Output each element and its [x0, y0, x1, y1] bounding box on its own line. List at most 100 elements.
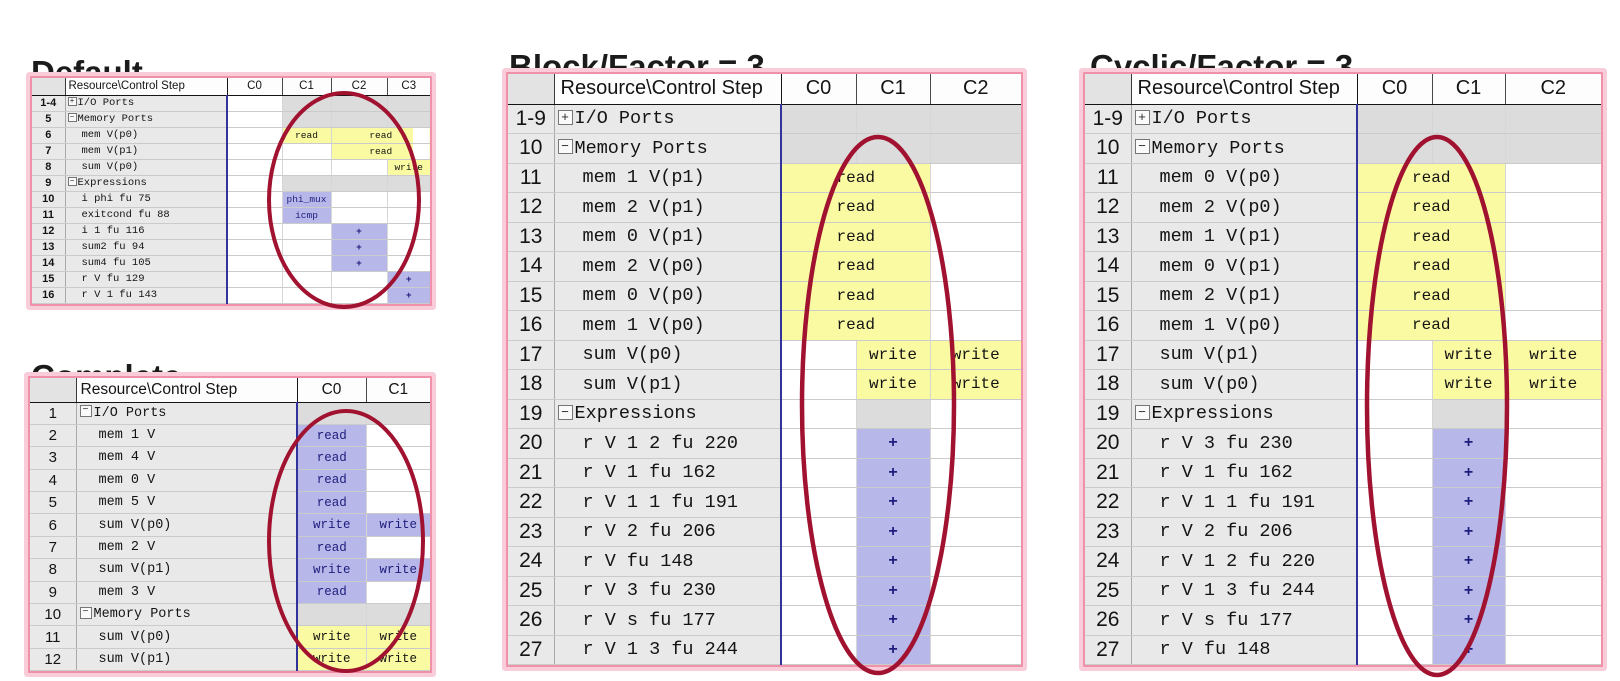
collapse-icon[interactable]: −: [557, 404, 573, 420]
resource-label: mem V(p0): [81, 129, 139, 141]
row-number: 5: [32, 111, 66, 128]
resource-label: r V fu 148: [1159, 639, 1271, 661]
cell-write: write: [297, 648, 367, 672]
row-number: 8: [32, 159, 66, 176]
row-label: r V 1 fu 162: [1131, 458, 1358, 488]
cell-empty: [1505, 605, 1601, 636]
cell-empty: [366, 603, 430, 627]
cell-empty: [282, 111, 332, 128]
row-number: 5: [30, 491, 77, 515]
row-number: 27: [1085, 635, 1132, 665]
row-number: 25: [508, 576, 555, 606]
row-label: sum V(p1): [1131, 340, 1358, 370]
row-number: 15: [32, 271, 66, 288]
cell-empty: [366, 469, 430, 493]
cell-empty: [387, 255, 430, 272]
cell-empty: [1505, 310, 1601, 341]
row-number: 20: [508, 428, 555, 459]
row-number: 19: [1085, 399, 1132, 429]
cell-empty: [227, 207, 283, 224]
cell-empty: [331, 159, 388, 176]
row-number: 11: [32, 207, 66, 224]
cell-read: read: [1357, 163, 1506, 193]
collapse-icon[interactable]: −: [1134, 139, 1150, 155]
cell-empty: [387, 175, 430, 192]
resource-label: r V 1 fu 143: [81, 289, 158, 301]
collapse-icon[interactable]: −: [67, 112, 77, 122]
cell-write: write: [1505, 369, 1601, 400]
expand-icon[interactable]: +: [67, 96, 77, 106]
cell-read: read: [1357, 192, 1506, 223]
cell-empty: [930, 576, 1021, 606]
cell-write: write: [366, 625, 430, 649]
cell-empty: [1357, 340, 1433, 370]
resource-label: i phi fu 75: [81, 193, 151, 205]
expand-icon[interactable]: +: [1134, 109, 1150, 125]
cell-empty: [930, 546, 1021, 577]
group-row: 1-9+I/O Ports: [508, 104, 1021, 134]
collapse-icon[interactable]: −: [67, 176, 77, 186]
cell-empty: [282, 239, 332, 256]
cell-write: write: [930, 340, 1021, 370]
row-label: r V 1 1 fu 191: [1131, 487, 1358, 518]
step-column-header: C0: [780, 74, 856, 105]
resource-label: I/O Ports: [1151, 108, 1252, 130]
row-label: r V 1 2 fu 220: [554, 428, 782, 459]
row-label: sum V(p0): [554, 340, 782, 370]
row-label: mem 2 V(p1): [1131, 281, 1358, 311]
row-label: r V fu 129: [65, 271, 228, 288]
cell-write: write: [297, 558, 367, 582]
resource-label: Memory Ports: [1151, 137, 1285, 159]
cell-write: write: [1432, 369, 1506, 400]
row-label: r V 1 fu 162: [554, 458, 782, 488]
row-number: 16: [1085, 310, 1132, 341]
expand-icon[interactable]: +: [557, 109, 573, 125]
row-number: 10: [32, 191, 66, 208]
row-label: r V 1 fu 143: [65, 287, 228, 304]
resource-label: Expressions: [1151, 403, 1274, 425]
cell-op: +: [331, 223, 388, 240]
row-number: 26: [1085, 605, 1132, 636]
row-label: +I/O Ports: [554, 104, 782, 134]
row-label: −Memory Ports: [1131, 133, 1358, 164]
cell-empty: [297, 603, 367, 627]
row-number: 16: [32, 287, 66, 304]
resource-label: r V 3 fu 230: [1159, 432, 1293, 454]
collapse-icon[interactable]: −: [79, 606, 92, 619]
row-number: 9: [32, 175, 66, 192]
cell-write: write: [930, 369, 1021, 400]
resource-label: Memory Ports: [574, 137, 708, 159]
row-number: 23: [508, 517, 555, 547]
cell-empty: [1505, 458, 1601, 488]
resource-label: mem 0 V(p1): [582, 226, 705, 248]
collapse-icon[interactable]: −: [1134, 404, 1150, 420]
cell-read: read: [297, 446, 367, 470]
cell-empty: [282, 175, 332, 192]
step-column-header: C2: [1504, 74, 1601, 105]
cell-empty: [1505, 104, 1601, 134]
row-number: 12: [30, 648, 77, 672]
group-row: 5−Memory Ports: [32, 111, 430, 128]
cell-empty: [781, 576, 857, 606]
group-row: 10−Memory Ports: [1085, 133, 1601, 164]
collapse-icon[interactable]: −: [79, 405, 92, 418]
resource-label: r V 1 fu 162: [582, 462, 716, 484]
cell-empty: [366, 491, 430, 515]
collapse-icon[interactable]: −: [557, 139, 573, 155]
cell-op: +: [387, 271, 430, 288]
cell-op: +: [1432, 487, 1506, 518]
